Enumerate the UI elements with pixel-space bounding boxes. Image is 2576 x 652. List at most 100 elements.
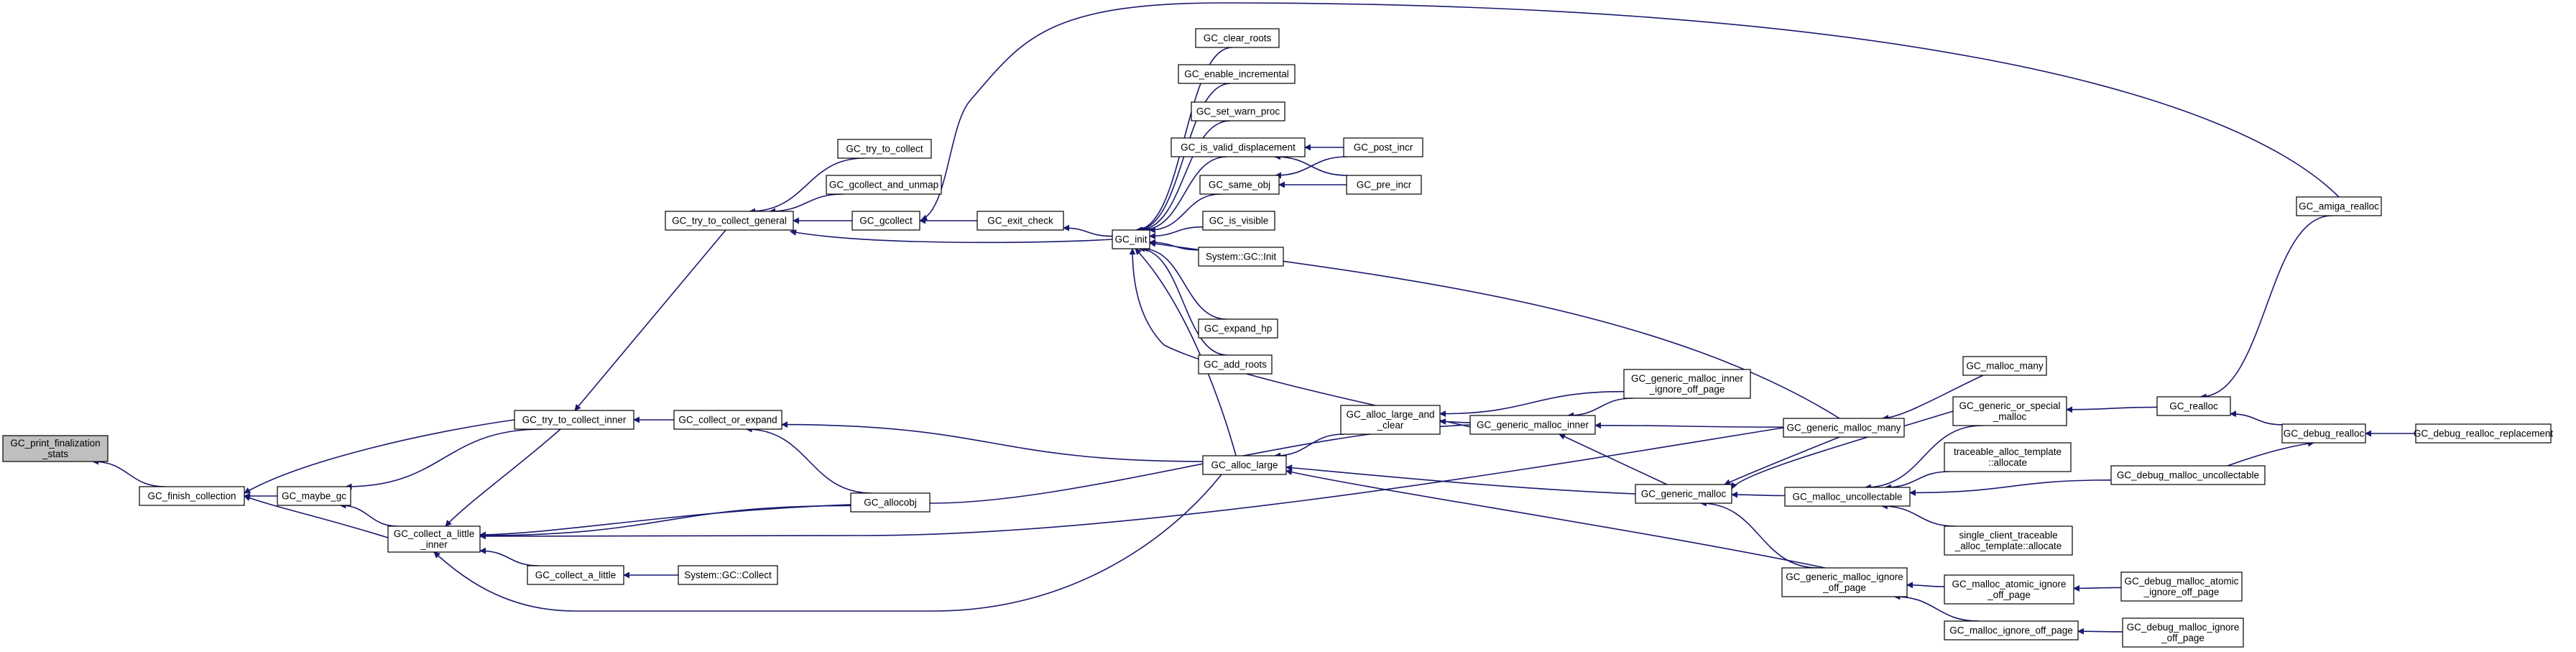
edge-generic-malloc-ignore-to-alloc-large xyxy=(1285,469,1826,569)
edge-traceable-alloc-to-malloc-uncollectable xyxy=(1884,471,1949,491)
edge-debug-malloc-uncollectable-to-debug-realloc xyxy=(2227,440,2314,467)
node-system-collect[interactable]: System::GC::Collect xyxy=(678,565,778,585)
node-try-to-collect-general[interactable]: GC_try_to_collect_general xyxy=(665,211,794,231)
node-box xyxy=(1944,574,2074,605)
node-finish-collection[interactable]: GC_finish_collection xyxy=(139,486,245,506)
node-label: GC_gcollect xyxy=(859,216,913,226)
node-generic-malloc-inner[interactable]: GC_generic_malloc_inner xyxy=(1469,415,1596,435)
node-collect-a-little[interactable]: GC_collect_a_little xyxy=(527,565,624,585)
node-box xyxy=(1195,28,1280,48)
node-same-obj[interactable]: GC_same_obj xyxy=(1199,175,1280,195)
edge-init-to-exit-check xyxy=(1063,224,1113,237)
node-label: GC_malloc_uncollectable xyxy=(1792,492,1902,502)
node-maybe-gc[interactable]: GC_maybe_gc xyxy=(277,486,351,506)
node-malloc-atomic-ignore[interactable]: GC_malloc_atomic_ignore_off_page xyxy=(1944,574,2074,605)
edge-init-to-try-to-collect-general xyxy=(790,229,1113,244)
edge-set-warn-proc-to-init xyxy=(1138,120,1231,234)
node-label: GC_generic_malloc_many xyxy=(1786,423,1901,433)
node-generic-malloc-ignore[interactable]: GC_generic_malloc_ignore_off_page xyxy=(1781,567,1908,597)
edge-collect-a-little-inner-to-finish-collection xyxy=(244,495,389,538)
edge-same-obj-to-init xyxy=(1148,193,1222,234)
node-label: GC_same_obj xyxy=(1209,180,1270,190)
node-init[interactable]: GC_init xyxy=(1112,229,1150,249)
node-box xyxy=(850,492,931,513)
node-generic-or-special-malloc[interactable]: GC_generic_or_special_malloc xyxy=(1952,396,2067,426)
edge-alloc-large-to-init xyxy=(1135,248,1237,456)
node-clear-roots[interactable]: GC_clear_roots xyxy=(1195,28,1280,48)
node-realloc[interactable]: GC_realloc xyxy=(2156,396,2231,416)
node-box xyxy=(1346,175,1422,195)
node-label: GC_realloc xyxy=(2169,401,2218,412)
node-box xyxy=(514,410,634,430)
node-label: GC_collect_or_expand xyxy=(678,415,777,426)
node-malloc-ignore-off-page[interactable]: GC_malloc_ignore_off_page xyxy=(1944,620,2079,640)
node-exit-check[interactable]: GC_exit_check xyxy=(977,211,1064,231)
edge-add-roots-to-init xyxy=(1137,245,1228,356)
node-label: GC_try_to_collect_inner xyxy=(522,415,627,426)
node-label: GC_clear_roots xyxy=(1204,33,1272,44)
node-label: GC_allocobj xyxy=(864,497,917,508)
node-generic-malloc[interactable]: GC_generic_malloc xyxy=(1635,484,1732,504)
node-debug-malloc-uncollectable[interactable]: GC_debug_malloc_uncollectable xyxy=(2110,465,2266,485)
node-gcollect[interactable]: GC_gcollect xyxy=(851,211,920,231)
edge-allocobj-to-collect-or-expand xyxy=(745,426,872,494)
node-debug-realloc-replacement[interactable]: GC_debug_realloc_replacement xyxy=(2414,423,2554,444)
node-box xyxy=(2,435,109,462)
node-box xyxy=(2120,571,2243,602)
node-collect-a-little-inner[interactable]: GC_collect_a_little_inner xyxy=(387,525,481,553)
edge-allocobj-to-collect-a-little-inner xyxy=(479,505,851,539)
node-alloc-large[interactable]: GC_alloc_large xyxy=(1202,455,1287,475)
node-malloc-uncollectable[interactable]: GC_malloc_uncollectable xyxy=(1784,487,1911,507)
node-label: GC_is_visible xyxy=(1209,216,1269,226)
node-box xyxy=(387,525,481,553)
node-malloc-many[interactable]: GC_malloc_many xyxy=(1962,356,2047,376)
node-label: _ignore_off_page xyxy=(2143,587,2220,597)
node-label: GC_maybe_gc xyxy=(282,491,346,502)
edge-try-to-collect-inner-to-finish-collection xyxy=(244,419,515,494)
node-debug-malloc-ignore[interactable]: GC_debug_malloc_ignore_off_page xyxy=(2122,617,2244,648)
node-box xyxy=(1202,455,1287,475)
node-is-visible[interactable]: GC_is_visible xyxy=(1202,211,1275,231)
node-box xyxy=(2415,423,2552,444)
edge-collect-a-little-to-collect-a-little-inner xyxy=(479,547,539,566)
node-post-incr[interactable]: GC_post_incr xyxy=(1343,137,1423,157)
node-label: GC_generic_malloc_inner xyxy=(1631,373,1744,384)
node-alloc-large-and-clear[interactable]: GC_alloc_large_and_clear xyxy=(1340,405,1441,435)
edge-generic-malloc-to-generic-malloc-inner xyxy=(1559,433,1668,485)
node-try-to-collect[interactable]: GC_try_to_collect xyxy=(837,139,932,159)
edge-single-client-alloc-to-malloc-uncollectable xyxy=(1880,502,1956,527)
edge-generic-malloc-ignore-to-generic-malloc xyxy=(1699,500,1819,569)
node-box xyxy=(1112,229,1150,249)
node-add-roots[interactable]: GC_add_roots xyxy=(1198,354,1273,375)
node-collect-or-expand[interactable]: GC_collect_or_expand xyxy=(673,410,783,430)
node-debug-malloc-atomic-ignore[interactable]: GC_debug_malloc_atomic_ignore_off_page xyxy=(2120,571,2243,602)
node-box xyxy=(1198,318,1278,339)
node-box xyxy=(277,486,351,506)
node-gcollect-and-unmap[interactable]: GC_gcollect_and_unmap xyxy=(826,175,942,195)
node-expand-hp[interactable]: GC_expand_hp xyxy=(1198,318,1278,339)
node-allocobj[interactable]: GC_allocobj xyxy=(850,492,931,513)
node-amiga-realloc[interactable]: GC_amiga_realloc xyxy=(2296,196,2382,216)
edge-try-to-collect-to-try-to-collect-general xyxy=(749,157,864,215)
node-box xyxy=(2122,617,2244,648)
edge-collect-a-little-inner-to-maybe-gc xyxy=(339,502,398,527)
edge-gcollect-and-unmap-to-try-to-collect-general xyxy=(769,193,844,215)
node-pre-incr[interactable]: GC_pre_incr xyxy=(1346,175,1422,195)
node-print-stats[interactable]: GC_print_finalization_stats xyxy=(2,435,109,462)
node-is-valid-displacement[interactable]: GC_is_valid_displacement xyxy=(1171,137,1306,157)
node-label: GC_malloc_atomic_ignore xyxy=(1952,579,2066,589)
node-generic-malloc-inner-ignore[interactable]: GC_generic_malloc_inner_ignore_off_page xyxy=(1623,369,1751,399)
node-system-init[interactable]: System::GC::Init xyxy=(1198,247,1284,267)
node-debug-realloc[interactable]: GC_debug_realloc xyxy=(2281,423,2366,444)
node-label: GC_malloc_ignore_off_page xyxy=(1949,625,2073,636)
node-enable-incremental[interactable]: GC_enable_incremental xyxy=(1178,64,1296,84)
node-label: _ignore_off_page xyxy=(1649,384,1725,395)
node-generic-malloc-many[interactable]: GC_generic_malloc_many xyxy=(1783,418,1905,438)
node-single-client-alloc[interactable]: single_client_traceable_alloc_template::… xyxy=(1944,525,2073,556)
node-try-to-collect-inner[interactable]: GC_try_to_collect_inner xyxy=(514,410,634,430)
node-traceable-alloc[interactable]: traceable_alloc_template::allocate xyxy=(1944,442,2072,472)
node-box xyxy=(1198,247,1284,267)
edge-generic-malloc-inner-to-alloc-large-and-clear xyxy=(1439,418,1471,425)
node-set-warn-proc[interactable]: GC_set_warn_proc xyxy=(1191,101,1285,121)
edge-malloc-many-to-generic-malloc-many xyxy=(1882,375,1984,421)
